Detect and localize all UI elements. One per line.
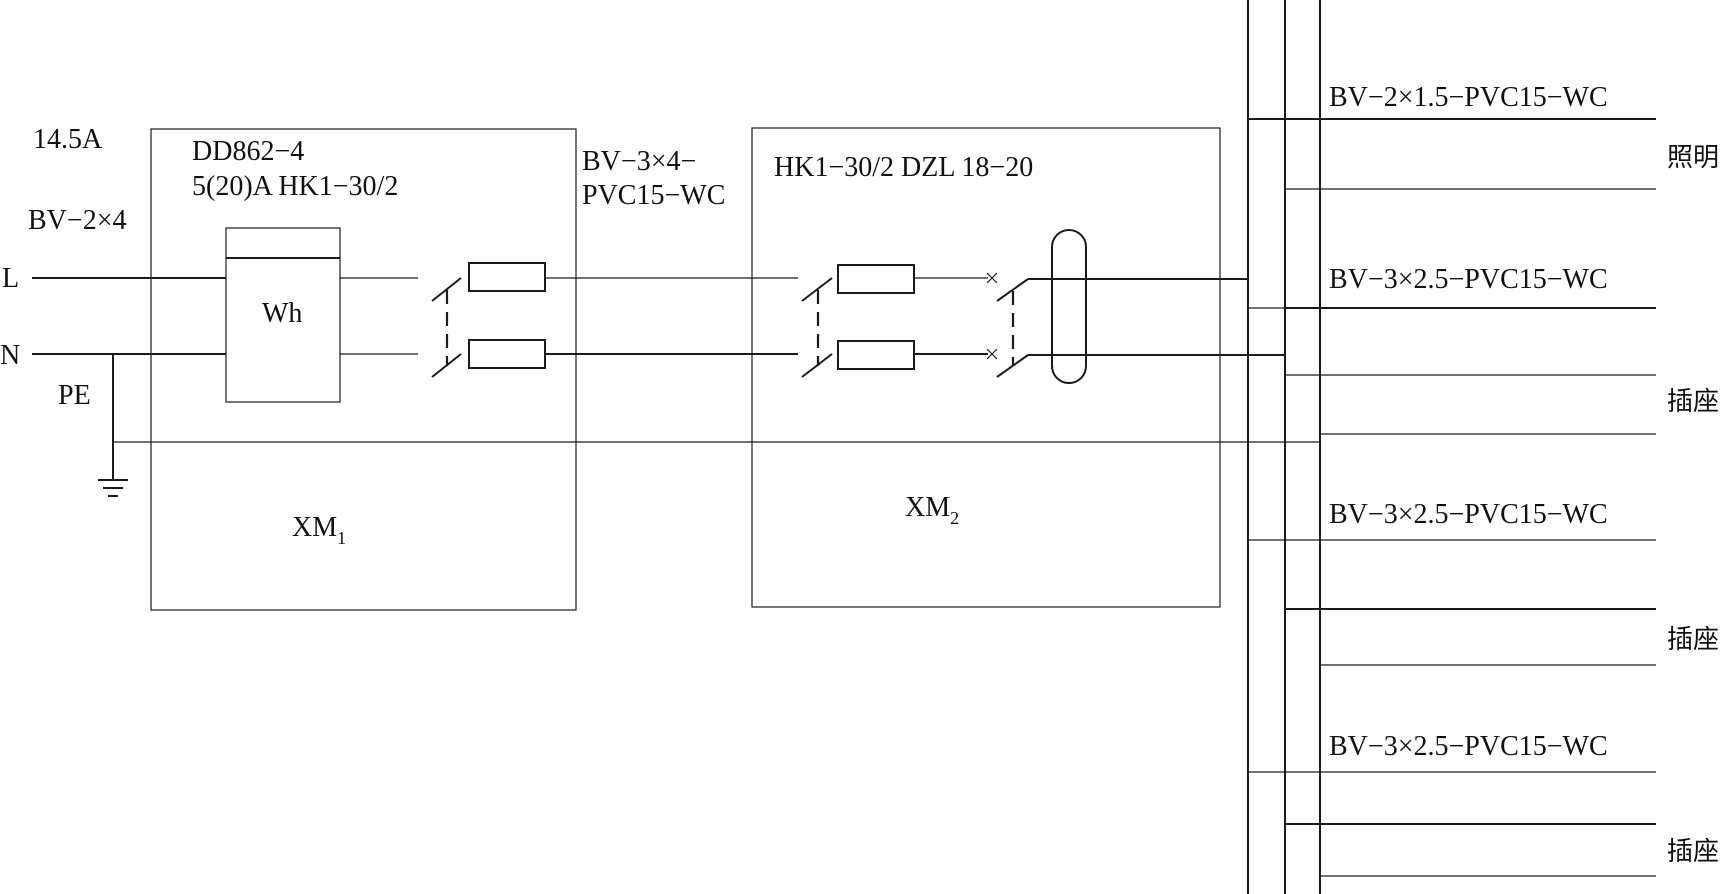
panel1-fuse-l bbox=[468, 262, 546, 292]
panel2-model: HK1−30/2 DZL 18−20 bbox=[774, 152, 1033, 183]
panel1-fuse-n bbox=[468, 339, 546, 369]
panel1-model-line2: 5(20)A HK1−30/2 bbox=[192, 171, 398, 202]
branch-2-use: 插座 bbox=[1667, 387, 1719, 417]
incoming-current: 14.5A bbox=[33, 124, 103, 155]
branch-1-cable: BV−2×1.5−PVC15−WC bbox=[1329, 82, 1608, 113]
branch-2-lines bbox=[1248, 307, 1656, 435]
rcd-ring bbox=[1051, 229, 1087, 384]
meter-label: Wh bbox=[262, 298, 302, 329]
branch-1-lines bbox=[1248, 118, 1656, 190]
panel2-name: XM2 bbox=[905, 492, 959, 528]
feeder-cable-line1: BV−3×4− bbox=[582, 146, 696, 177]
panel2-fuse-n bbox=[837, 340, 915, 370]
branch-1-use: 照明 bbox=[1667, 143, 1719, 173]
circuit-breaker bbox=[986, 272, 1029, 378]
phase-label: L bbox=[2, 263, 19, 294]
branch-3-use: 插座 bbox=[1667, 625, 1719, 655]
incoming-cable: BV−2×4 bbox=[28, 205, 126, 236]
branch-4-lines bbox=[1248, 771, 1656, 877]
earth-label: PE bbox=[58, 380, 91, 411]
panel-xm2-box bbox=[751, 127, 1221, 608]
ground-symbol-icon bbox=[98, 479, 128, 497]
panel1-switch bbox=[431, 277, 462, 378]
panel1-name: XM1 bbox=[292, 512, 346, 548]
panel1-model-line1: DD862−4 bbox=[192, 136, 304, 167]
branch-4-cable: BV−3×2.5−PVC15−WC bbox=[1329, 731, 1608, 762]
energy-meter bbox=[225, 227, 341, 403]
panel2-switch bbox=[801, 277, 833, 378]
neutral-label: N bbox=[0, 340, 20, 371]
feeder-cable-line2: PVC15−WC bbox=[582, 180, 725, 211]
branch-2-cable: BV−3×2.5−PVC15−WC bbox=[1329, 264, 1608, 295]
panel-xm1-box bbox=[150, 128, 577, 611]
branch-3-lines bbox=[1248, 539, 1656, 666]
branch-3-cable: BV−3×2.5−PVC15−WC bbox=[1329, 499, 1608, 530]
branch-4-use: 插座 bbox=[1667, 837, 1719, 867]
panel2-fuse-l bbox=[837, 264, 915, 294]
